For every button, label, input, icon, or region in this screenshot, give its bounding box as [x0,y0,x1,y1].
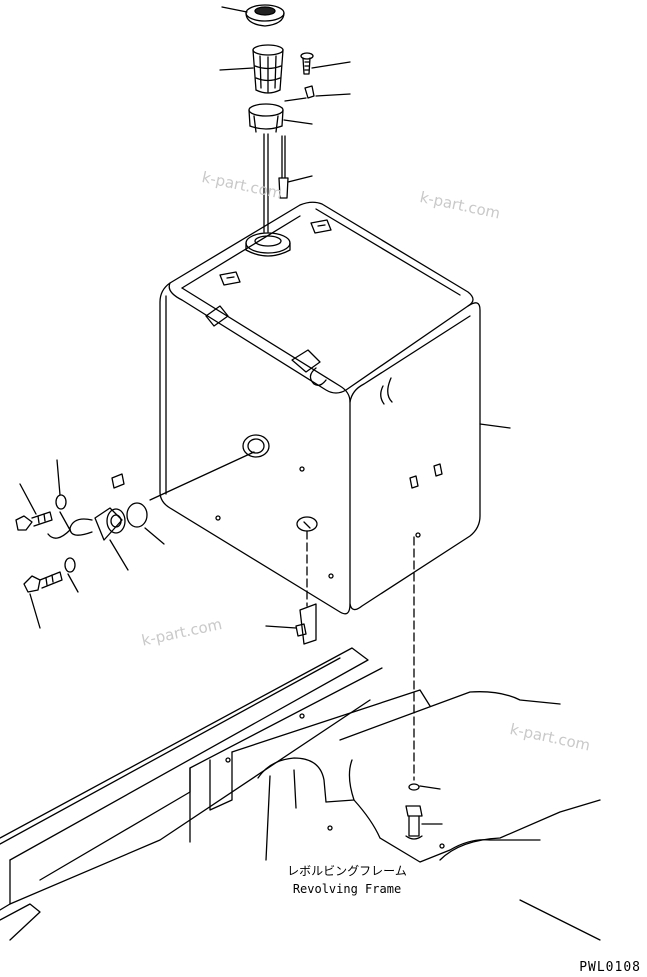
drain-valve [265,530,317,645]
revolving-frame [0,647,601,941]
figure-id: PWL0108 [579,960,641,975]
filler-cap [221,4,285,27]
mount-bolt-assembly [405,536,443,840]
washer-lower [64,557,79,593]
clip [284,85,351,102]
washer-upper [55,459,67,510]
frame-caption: レボルビングフレーム Revolving Frame [262,862,432,898]
filler-adapter [248,103,313,133]
bolt-upper [15,483,53,531]
bolt-lower [23,571,63,629]
fuel-tank [159,201,511,615]
strainer [219,44,284,94]
cap-screw [300,52,351,75]
level-gauge [278,135,313,199]
drain-connector [126,451,255,545]
caption-japanese: レボルビングフレーム [287,864,407,878]
caption-english: Revolving Frame [292,882,402,896]
assembly-axis [263,133,269,233]
drain-flange [47,473,129,571]
